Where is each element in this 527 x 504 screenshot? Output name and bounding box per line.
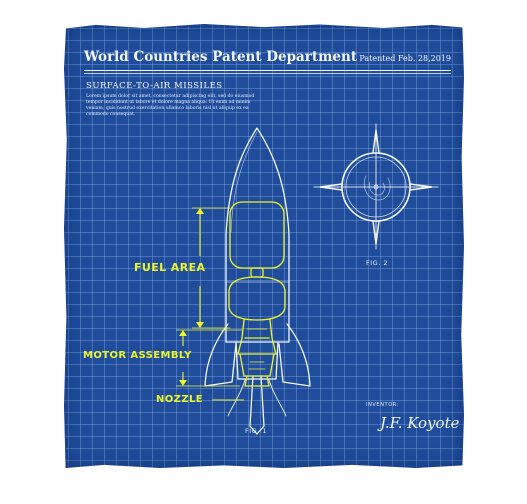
blueprint-paper: World Countries Patent Department Patent… <box>64 24 464 468</box>
outer-ring <box>341 152 411 222</box>
lower-fuel-tank <box>228 276 286 321</box>
label-fuel-area: FUEL AREA <box>134 261 206 274</box>
figure-1-caption: FIG. 1 <box>245 427 267 435</box>
dimension-lines <box>176 207 244 401</box>
tank-connector <box>250 267 264 278</box>
header-rule-thin <box>84 73 451 74</box>
nozzle-outline <box>239 353 275 377</box>
motor-block <box>237 319 277 355</box>
blueprint-drawing <box>176 123 439 435</box>
rocket-outline <box>204 127 311 435</box>
label-nozzle: NOZZLE <box>156 394 203 405</box>
header-rule <box>84 70 451 71</box>
patent-date: Patented Feb. 28,2019 <box>359 54 451 63</box>
upper-fuel-tank <box>229 201 285 269</box>
top-view-drawing <box>313 123 439 250</box>
rocket-internals <box>228 201 286 387</box>
description-text: Lorem ipsum dolor sit amet, consectetur … <box>86 94 255 117</box>
document-subtitle: SURFACE-TO-AIR MISSILES <box>86 81 223 91</box>
inventor-signature: J.F. Koyote <box>380 414 460 432</box>
document-title: World Countries Patent Department <box>84 49 358 65</box>
figure-2-caption: FIG. 2 <box>366 259 388 267</box>
label-motor-assembly: MOTOR ASSEMBLY <box>83 350 192 361</box>
inventor-label: INVENTOR: <box>366 402 399 408</box>
